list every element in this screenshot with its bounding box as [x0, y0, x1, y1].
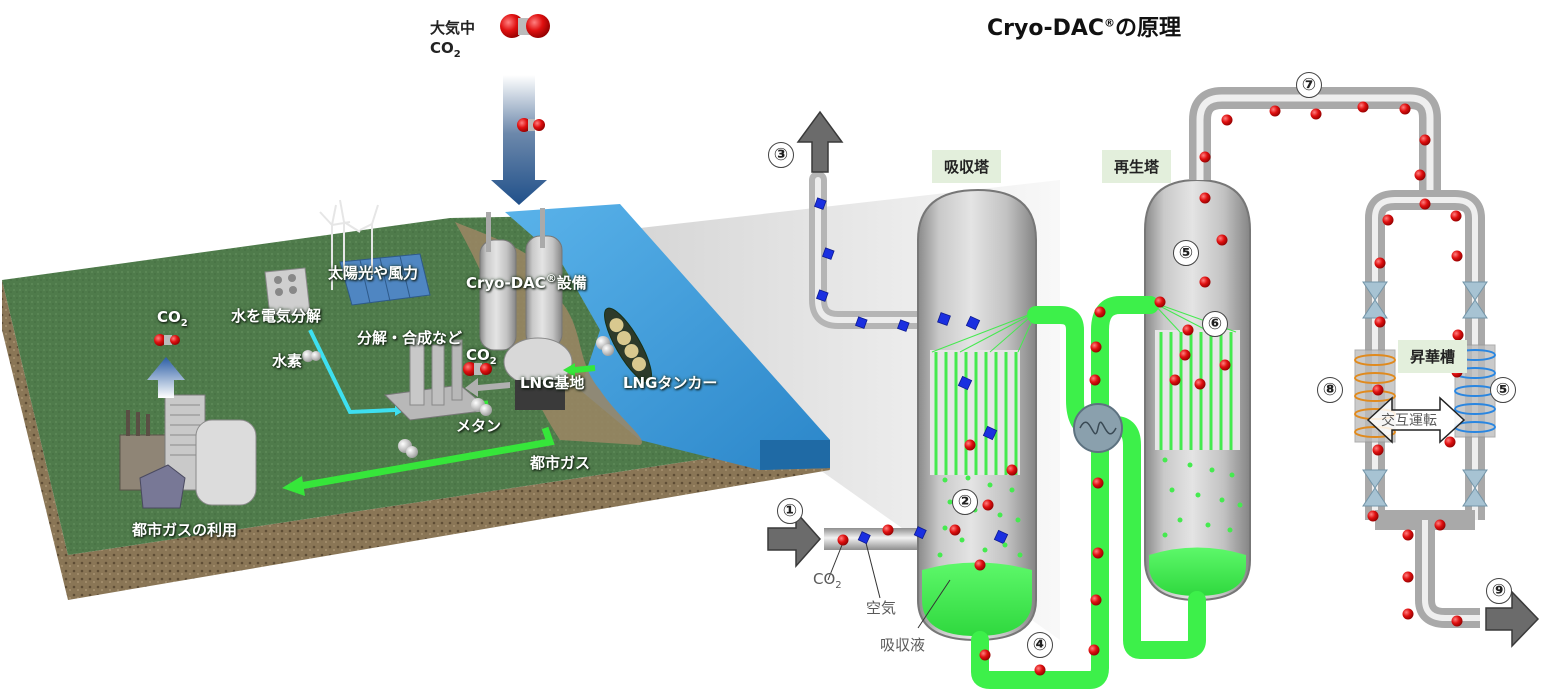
co2-particles — [837, 101, 1464, 676]
absorbent-leader — [917, 579, 951, 629]
inlet-pipe — [824, 528, 934, 550]
legend-co2: CO2 — [813, 570, 842, 591]
outlet-arrow-3 — [796, 110, 844, 173]
step-marker-6: ⑥ — [1202, 311, 1228, 337]
label-facility: Cryo-DAC®設備 — [466, 272, 587, 293]
heating-coil — [1354, 354, 1396, 438]
step-marker-9: ⑨ — [1486, 578, 1512, 604]
atmosphere-text: 大気中 — [430, 19, 476, 37]
hydrogen-line — [308, 329, 396, 415]
label-co2-emit: CO2 — [157, 308, 188, 329]
air-particles — [814, 197, 1009, 545]
facility-reg: ® — [545, 272, 557, 285]
co2-molecule-mid — [463, 362, 492, 376]
sea — [505, 204, 830, 470]
return-liquid-line — [1106, 416, 1206, 659]
lng-tanker — [604, 307, 652, 383]
facility-name: Cryo-DAC — [466, 274, 546, 292]
city-gas-line — [299, 426, 555, 490]
co2-mid-sub: 2 — [489, 356, 497, 367]
facility-suffix: 設備 — [556, 274, 587, 292]
co2-emit-sub: 2 — [180, 318, 188, 329]
step-marker-2: ② — [952, 489, 978, 515]
step-marker-8: ⑧ — [1317, 377, 1343, 403]
legend-co2-text: CO — [813, 570, 836, 588]
step-marker-7: ⑦ — [1296, 72, 1322, 98]
outlet-arrow-9 — [1485, 590, 1540, 648]
synthesis-plant — [383, 334, 492, 421]
legend-air: 空気 — [866, 599, 897, 617]
alternating-arrow — [1366, 396, 1466, 444]
regenerator-liquid — [1149, 547, 1246, 596]
label-lng-tanker: LNGタンカー — [623, 374, 718, 392]
step-marker-1: ① — [777, 498, 803, 524]
landscape-scene — [2, 199, 830, 600]
label-co2-mid: CO2 — [466, 346, 497, 367]
inlet-arrow-1 — [767, 510, 822, 568]
atmospheric-co2-inflow — [491, 14, 550, 205]
co2-mid-text: CO — [466, 346, 490, 364]
co2-molecule-emit — [154, 334, 180, 346]
wind-turbines — [319, 199, 379, 290]
diagram-title: Cryo-DAC®の原理 — [987, 10, 1181, 42]
step-marker-5-sublimation: ⑤ — [1490, 377, 1516, 403]
step-marker-3: ③ — [768, 142, 794, 168]
co2-molecule-small — [517, 118, 545, 132]
co2-subscript: 2 — [453, 49, 461, 60]
regenerator-packing — [1151, 301, 1240, 450]
title-suffix: の原理 — [1115, 16, 1182, 41]
product-outlet-pipe — [1415, 520, 1480, 628]
label-city-gas: 都市ガス — [530, 454, 591, 472]
co2-molecule-top — [500, 14, 550, 38]
legend-co2-sub: 2 — [835, 580, 842, 591]
down-arrow — [491, 75, 547, 205]
co2-emission-arrow — [147, 357, 185, 398]
label-synthesis: 分解・合成など — [357, 329, 463, 347]
lng-feed-line — [574, 365, 596, 373]
regenerator-tag: 再生塔 — [1102, 150, 1172, 183]
absorber-tag: 吸収塔 — [932, 150, 1002, 183]
atmospheric-co2-label: 大気中 CO2 — [430, 18, 475, 65]
sublimation-tag: 昇華槽 — [1398, 340, 1468, 373]
step-marker-5-regenerator: ⑤ — [1173, 240, 1199, 266]
label-electrolysis: 水を電気分解 — [231, 307, 322, 325]
solvent-droplets — [937, 457, 1243, 558]
label-city-gas-use: 都市ガスの利用 — [132, 521, 238, 539]
label-hydrogen: 水素 — [272, 352, 303, 370]
soil-layer — [2, 280, 830, 600]
city-buildings — [119, 394, 257, 509]
alternating-operation-label: 交互運転 — [1381, 413, 1437, 429]
lng-base-unit — [515, 380, 565, 410]
legend-absorbent: 吸収液 — [880, 636, 926, 654]
rich-liquid-line — [971, 296, 1159, 689]
absorber-packing — [930, 311, 1037, 475]
co2-emit-text: CO — [157, 308, 181, 326]
valves — [1362, 281, 1488, 507]
cryo-dac-facility — [479, 208, 573, 410]
co2-text: CO — [430, 39, 454, 57]
label-lng-base: LNG基地 — [520, 374, 585, 392]
process-diagram — [767, 87, 1540, 689]
title-main: Cryo-DAC — [987, 16, 1105, 41]
air-leader — [865, 542, 881, 599]
registered-mark: ® — [1104, 16, 1116, 30]
label-methane: メタン — [456, 417, 502, 435]
co2-leader — [827, 544, 843, 581]
absorbent-liquid — [922, 562, 1032, 636]
label-renewables: 太陽光や風力 — [328, 264, 419, 282]
step-marker-4: ④ — [1027, 632, 1053, 658]
